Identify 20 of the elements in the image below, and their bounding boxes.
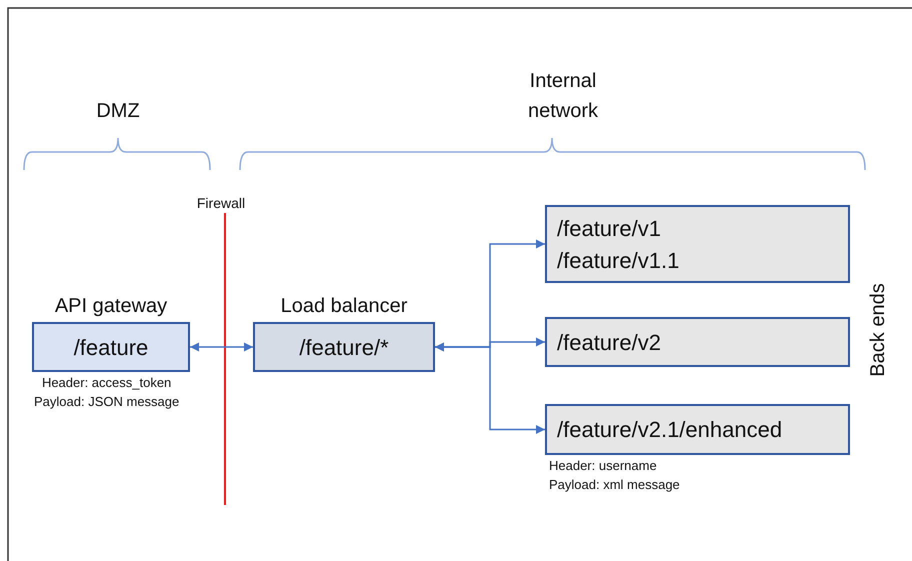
note-text: Header: access_token (40, 374, 172, 392)
endpoint-path: /feature/v2.1/enhanced (557, 416, 784, 444)
endpoint-path: /feature/v1 (557, 215, 662, 243)
zone-label: DMZ (96, 99, 140, 124)
note-text: Payload: JSON message (34, 393, 180, 411)
connector-arrow (435, 342, 545, 434)
backend-box (545, 205, 850, 283)
endpoint-path: /feature/* (298, 334, 390, 362)
backend-box (545, 317, 850, 367)
firewall-label: Firewall (196, 194, 246, 213)
endpoint-path: /feature/v2 (557, 329, 662, 357)
note-text: Header: username (549, 457, 658, 475)
zone-label: Internal network (526, 69, 600, 124)
note-text: Payload: xml message (549, 476, 680, 494)
component-title: API gateway (54, 295, 168, 318)
group-label: Back ends (866, 283, 890, 377)
endpoint-path: /feature (72, 334, 150, 362)
component-title: Load balancer (280, 295, 408, 318)
endpoint-path: /feature/v1.1 (557, 247, 680, 275)
connector-arrow (190, 342, 253, 352)
